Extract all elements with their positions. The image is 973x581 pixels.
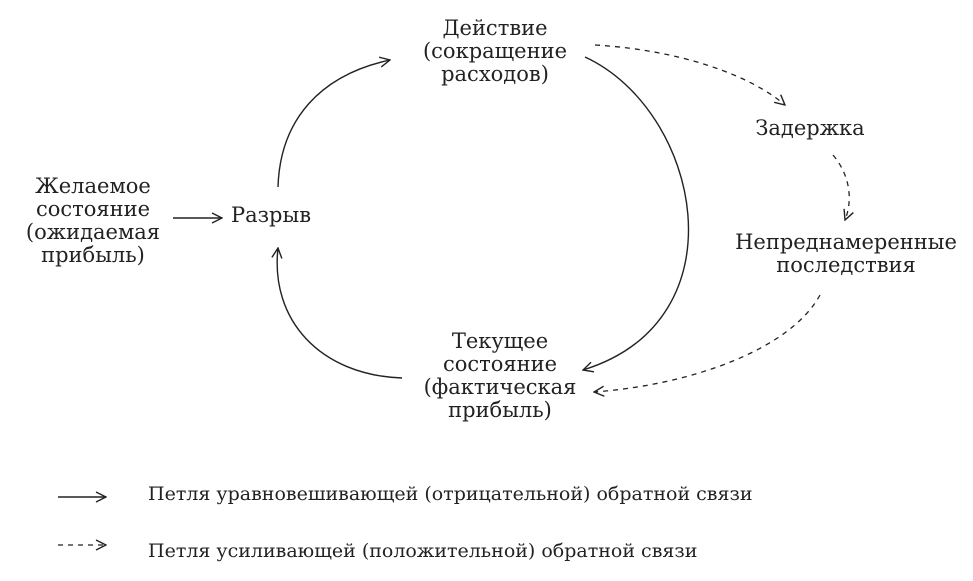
current-state-node: Текущее состояние (фактическая прибыль) [410,330,590,422]
arrow-unintended-to-current [594,294,821,392]
desired-state-node: Желаемое состояние (ожидаемая прибыль) [18,175,168,267]
desired-state-line-3: (ожидаемая [25,220,161,244]
current-state-line-1: Текущее [451,329,549,353]
desired-state-line-2: состояние [35,197,151,221]
current-state-line-2: состояние [442,352,558,376]
arrow-delay-to-unintended [832,154,849,220]
unintended-consequences-node: Непреднамеренные последствия [726,231,966,277]
desired-state-line-1: Желаемое [35,174,151,198]
arrow-current-to-gap [277,248,403,379]
action-line-2: (сокращение [422,39,568,63]
gap-label: Разрыв [230,203,312,227]
current-state-line-3: (фактическая [423,375,577,399]
arrow-action-to-current [583,56,690,370]
legend-balancing-loop-label: Петля уравновешивающей (отрицательной) о… [148,483,753,505]
arrow-action-to-delay [594,44,785,105]
action-node: Действие (сокращение расходов) [410,17,580,86]
delay-node: Задержка [745,117,875,140]
unintended-line-1: Непреднамеренные [735,230,957,254]
current-state-line-4: прибыль) [448,398,552,422]
desired-state-line-4: прибыль) [41,243,145,267]
action-line-3: расходов) [441,62,549,86]
unintended-line-2: последствия [776,253,916,277]
action-line-1: Действие [442,16,548,40]
arrow-gap-to-action [277,60,390,188]
legend-reinforcing-loop-label: Петля усиливающей (положительной) обратн… [148,540,698,562]
gap-node: Разрыв [226,204,316,227]
delay-label: Задержка [755,116,865,140]
